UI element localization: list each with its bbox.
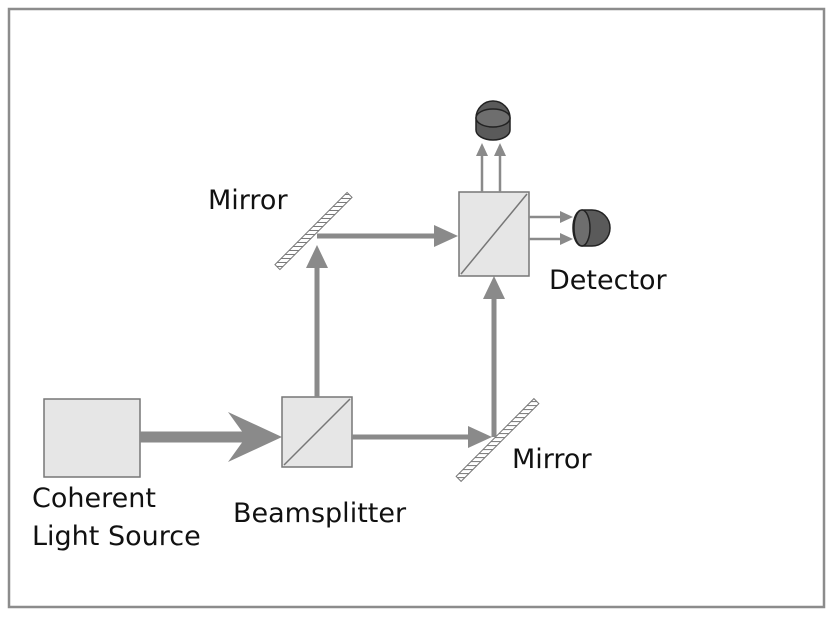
label-mirror-bottom: Mirror [512,444,592,475]
label-source-line1: Coherent [32,483,156,514]
beam-bottom-right-arrowhead [468,426,492,448]
top-mirror [274,191,353,271]
right-detector-icon [572,209,611,247]
beam-top-right-arrowhead [434,225,458,247]
beamsplitter-diagonal [283,398,351,466]
light-source-box [43,398,141,478]
frame-border [7,7,826,609]
output-right-2-arrowhead [560,233,573,245]
label-source-line2: Light Source [32,521,201,552]
beam-up-right-arrowhead [483,276,505,299]
output-up-2-arrowhead [494,143,506,156]
bottom-mirror [455,397,540,483]
label-mirror-top: Mirror [208,185,288,216]
beam-up-left-arrowhead [306,245,328,268]
output-right-1-arrowhead [560,211,573,223]
input-beam-arrowhead [228,412,282,462]
label-beamsplitter: Beamsplitter [233,498,407,529]
top-detector-icon [475,100,511,141]
combiner-diagonal [460,193,528,275]
output-up-1-arrowhead [476,143,488,156]
label-detector: Detector [549,265,668,296]
